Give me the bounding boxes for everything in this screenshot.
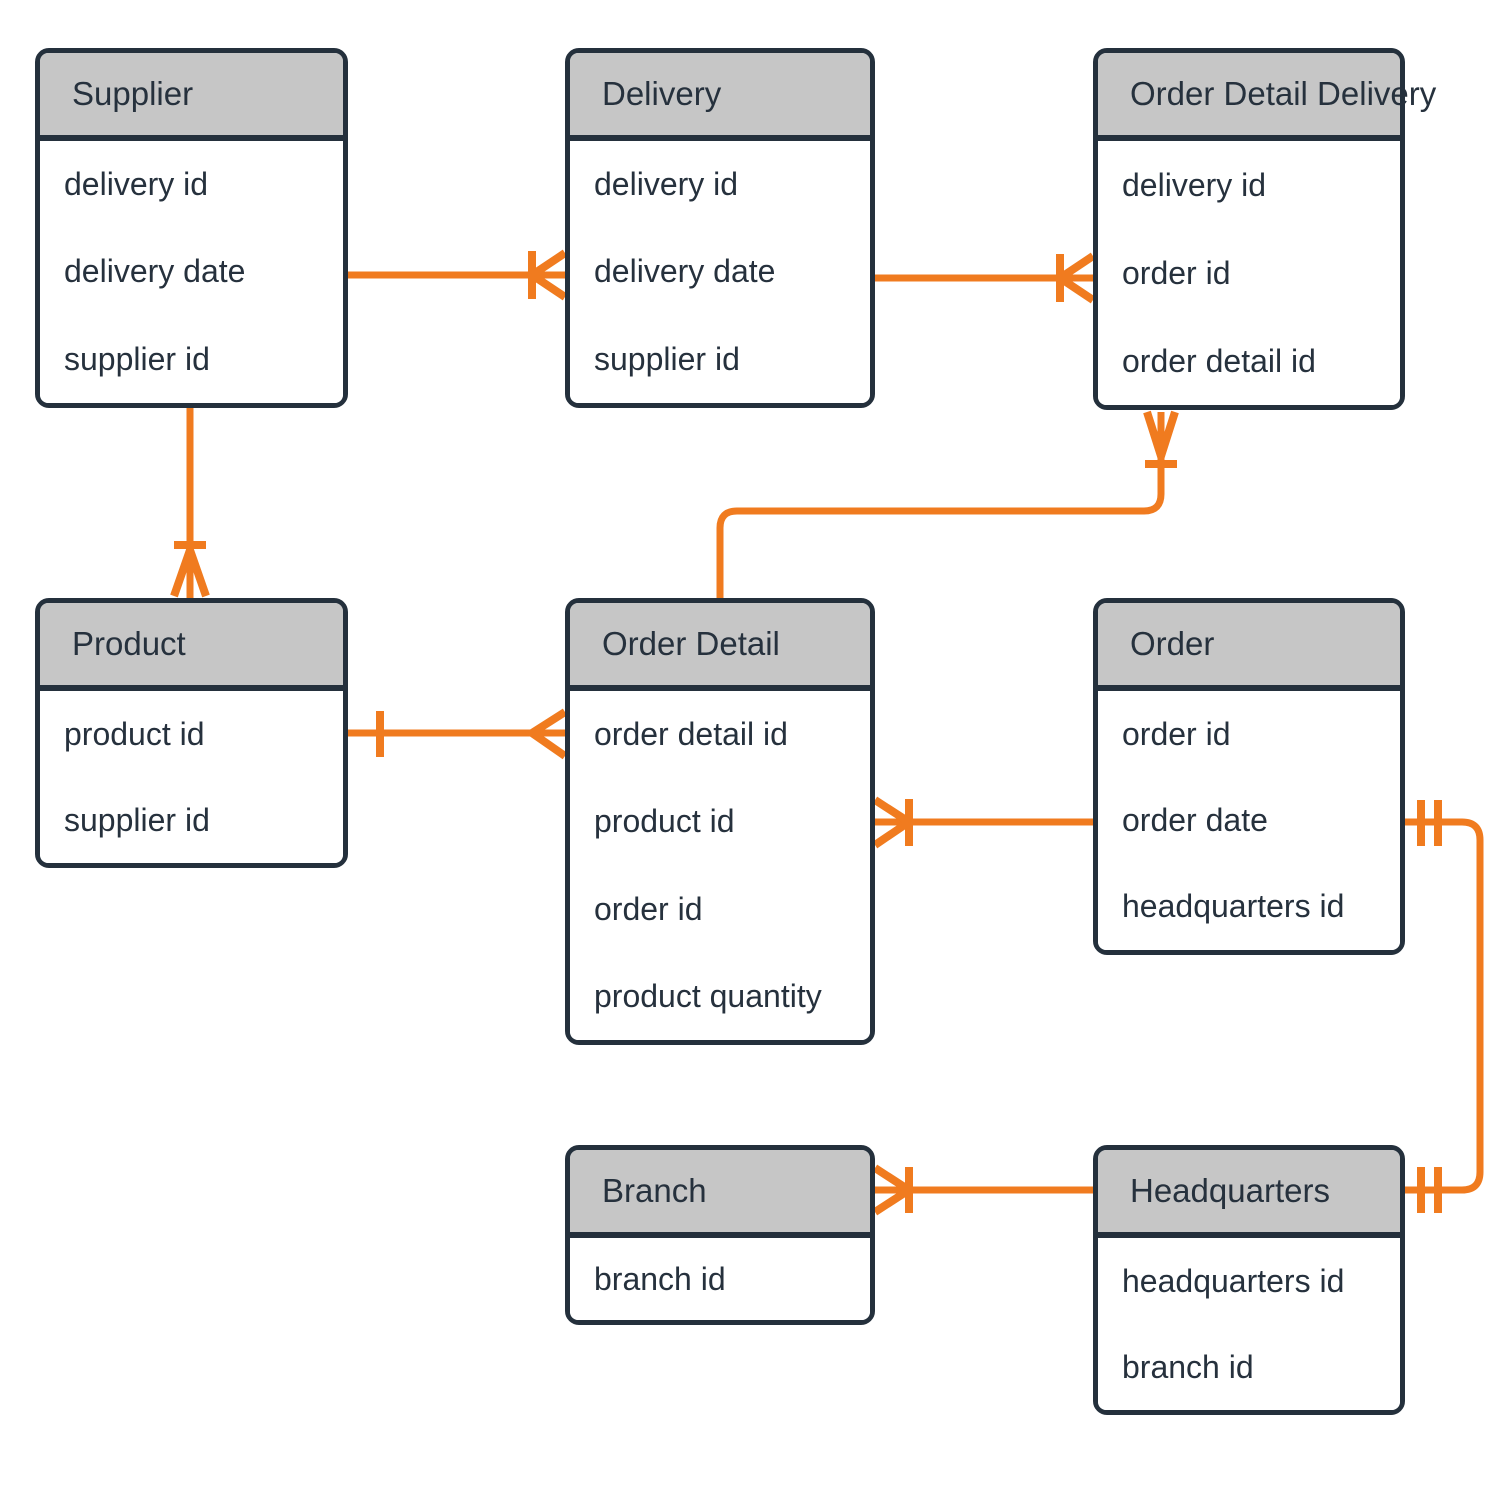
- entity-supplier[interactable]: Supplier delivery id delivery date suppl…: [35, 48, 348, 408]
- attribute-row[interactable]: headquarters id: [1122, 888, 1345, 925]
- entity-title: Supplier: [40, 53, 343, 141]
- entity-attributes: order id order date headquarters id: [1098, 691, 1400, 950]
- attribute-row[interactable]: headquarters id: [1122, 1262, 1345, 1299]
- attribute-row[interactable]: order id: [1122, 254, 1231, 291]
- attribute-row[interactable]: supplier id: [64, 801, 210, 838]
- attribute-row[interactable]: supplier id: [594, 340, 740, 377]
- entity-attributes: branch id: [570, 1238, 870, 1320]
- entity-attributes: delivery id delivery date supplier id: [40, 141, 343, 403]
- attribute-row[interactable]: order date: [1122, 801, 1268, 838]
- attribute-row[interactable]: delivery id: [1122, 166, 1267, 203]
- entity-order-detail-delivery[interactable]: Order Detail Delivery delivery id order …: [1093, 48, 1436, 410]
- attribute-row[interactable]: branch id: [594, 1260, 726, 1297]
- relationship-order-detail-delivery-order-detail[interactable]: [716, 410, 1179, 598]
- entity-order[interactable]: Order order id order date headquarters i…: [1093, 598, 1405, 955]
- entity-headquarters[interactable]: Headquarters headquarters id branch id: [1093, 1145, 1405, 1415]
- attribute-row[interactable]: supplier id: [64, 340, 210, 377]
- crows-foot-many-icon: [524, 708, 568, 760]
- attribute-row[interactable]: order id: [1122, 715, 1231, 752]
- attribute-row[interactable]: delivery date: [594, 253, 776, 290]
- entity-order-detail[interactable]: Order Detail order detail id product id …: [565, 598, 875, 1045]
- entity-title: Order Detail Delivery: [1098, 53, 1436, 141]
- entity-branch[interactable]: Branch branch id: [565, 1145, 875, 1325]
- entity-title: Delivery: [570, 53, 870, 141]
- relationship-branch-headquarters[interactable]: [872, 1164, 1093, 1216]
- attribute-row[interactable]: product quantity: [594, 977, 822, 1014]
- attribute-row[interactable]: order detail id: [1122, 342, 1316, 379]
- entity-title: Order: [1098, 603, 1400, 691]
- attribute-row[interactable]: delivery id: [594, 166, 739, 203]
- entity-attributes: product id supplier id: [40, 691, 343, 863]
- relationship-delivery-order-detail-delivery[interactable]: [875, 252, 1096, 304]
- attribute-row[interactable]: order id: [594, 890, 703, 927]
- attribute-row[interactable]: delivery date: [64, 253, 246, 290]
- attribute-row[interactable]: product id: [594, 803, 735, 840]
- relationship-order-detail-order[interactable]: [872, 796, 1093, 849]
- entity-attributes: delivery id order id order detail id: [1098, 141, 1400, 405]
- attribute-row[interactable]: branch id: [1122, 1348, 1254, 1385]
- relationship-supplier-delivery[interactable]: [348, 249, 568, 301]
- entity-title: Headquarters: [1098, 1150, 1400, 1238]
- entity-title: Order Detail: [570, 603, 870, 691]
- entity-title: Product: [40, 603, 343, 691]
- entity-attributes: headquarters id branch id: [1098, 1238, 1400, 1410]
- entity-delivery[interactable]: Delivery delivery id delivery date suppl…: [565, 48, 875, 408]
- entity-title: Branch: [570, 1150, 870, 1238]
- attribute-row[interactable]: product id: [64, 715, 205, 752]
- entity-product[interactable]: Product product id supplier id: [35, 598, 348, 868]
- crows-foot-many-icon: [1143, 410, 1179, 470]
- entity-attributes: order detail id product id order id prod…: [570, 691, 870, 1040]
- relationship-order-headquarters[interactable]: [1405, 800, 1484, 1213]
- crows-foot-many-icon: [170, 537, 210, 598]
- attribute-row[interactable]: order detail id: [594, 716, 788, 753]
- attribute-row[interactable]: delivery id: [64, 166, 209, 203]
- relationship-supplier-product[interactable]: [170, 408, 210, 598]
- relationship-product-order-detail[interactable]: [348, 708, 568, 760]
- entity-attributes: delivery id delivery date supplier id: [570, 141, 870, 403]
